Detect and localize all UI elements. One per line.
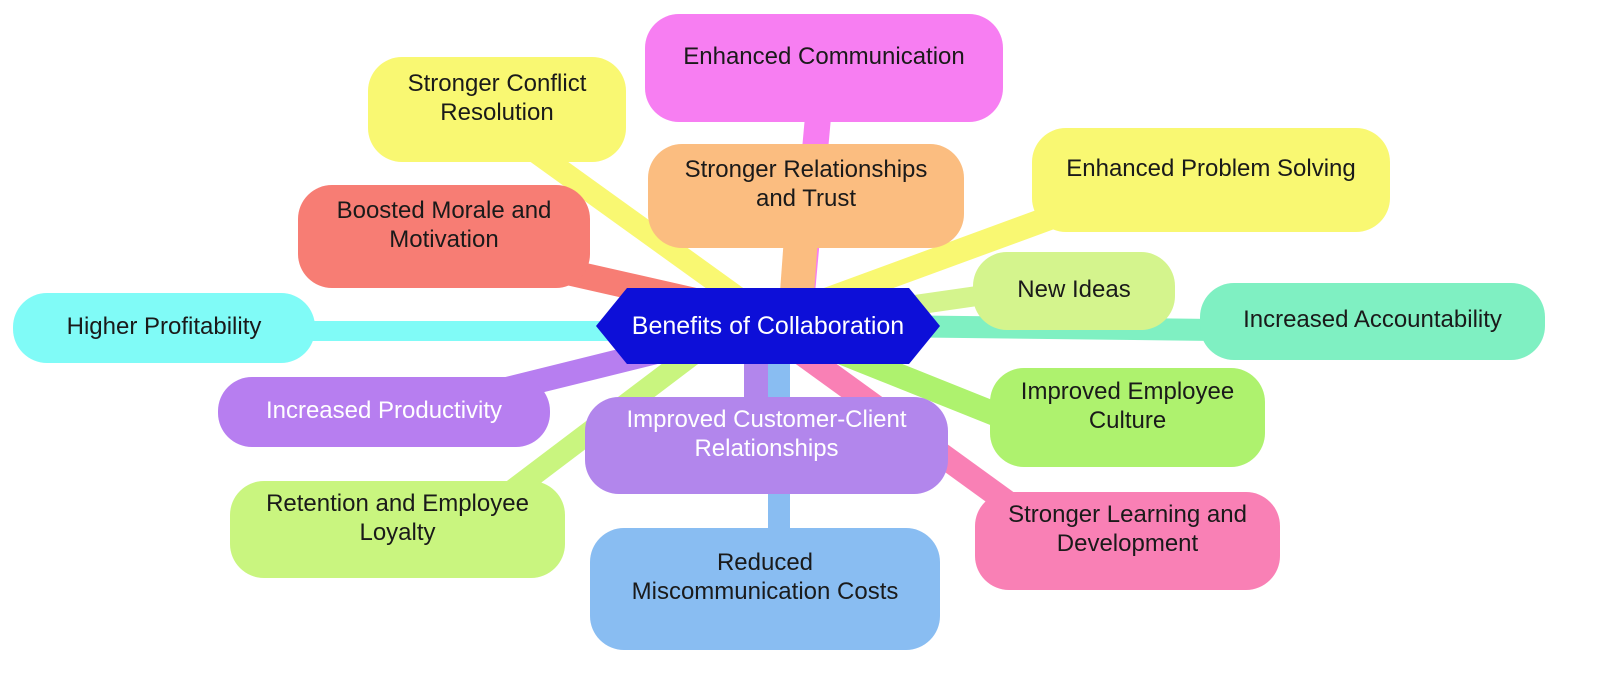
node-higher-profitability: Higher Profitability	[13, 293, 315, 363]
node-label-reduced-miscommunication-costs: Reduced Miscommunication Costs	[631, 549, 899, 605]
node-label-new-ideas: New Ideas	[1017, 275, 1131, 303]
node-label-increased-accountability: Increased Accountability	[1243, 306, 1502, 334]
node-label-stronger-relationships-and-trust: Stronger Relationships and Trust	[684, 156, 928, 212]
node-label-higher-profitability: Higher Profitability	[66, 312, 262, 340]
node-boosted-morale-and-motivation: Boosted Morale and Motivation	[298, 185, 590, 288]
node-new-ideas: New Ideas	[973, 252, 1175, 330]
node-label-improved-customer-client-relationships: Improved Customer-Client Relationships	[626, 405, 907, 462]
node-label-increased-productivity: Increased Productivity	[265, 396, 503, 424]
node-stronger-relationships-and-trust: Stronger Relationships and Trust	[648, 144, 964, 248]
node-retention-and-employee-loyalty: Retention and Employee Loyalty	[230, 481, 565, 578]
node-stronger-learning-and-development: Stronger Learning and Development	[975, 492, 1280, 590]
node-label-enhanced-problem-solving: Enhanced Problem Solving	[1066, 154, 1356, 182]
node-enhanced-communication: Enhanced Communication	[645, 14, 1003, 122]
node-label-stronger-conflict-resolution: Stronger Conflict Resolution	[407, 69, 587, 126]
node-label-improved-employee-culture: Improved Employee Culture	[1020, 377, 1235, 434]
center-node-label: Benefits of Collaboration	[631, 311, 905, 340]
node-increased-accountability: Increased Accountability	[1200, 283, 1545, 360]
node-label-stronger-learning-and-development: Stronger Learning and Development	[1008, 501, 1247, 557]
node-label-retention-and-employee-loyalty: Retention and Employee Loyalty	[266, 489, 529, 546]
node-improved-customer-client-relationships: Improved Customer-Client Relationships	[585, 397, 948, 494]
node-label-boosted-morale-and-motivation: Boosted Morale and Motivation	[336, 196, 552, 253]
node-stronger-conflict-resolution: Stronger Conflict Resolution	[368, 57, 626, 162]
node-improved-employee-culture: Improved Employee Culture	[990, 368, 1265, 467]
center-node-benefits-of-collaboration: Benefits of Collaboration	[596, 288, 940, 364]
node-increased-productivity: Increased Productivity	[218, 377, 550, 447]
node-enhanced-problem-solving: Enhanced Problem Solving	[1032, 128, 1390, 232]
node-label-enhanced-communication: Enhanced Communication	[683, 42, 965, 70]
node-reduced-miscommunication-costs: Reduced Miscommunication Costs	[590, 528, 940, 650]
